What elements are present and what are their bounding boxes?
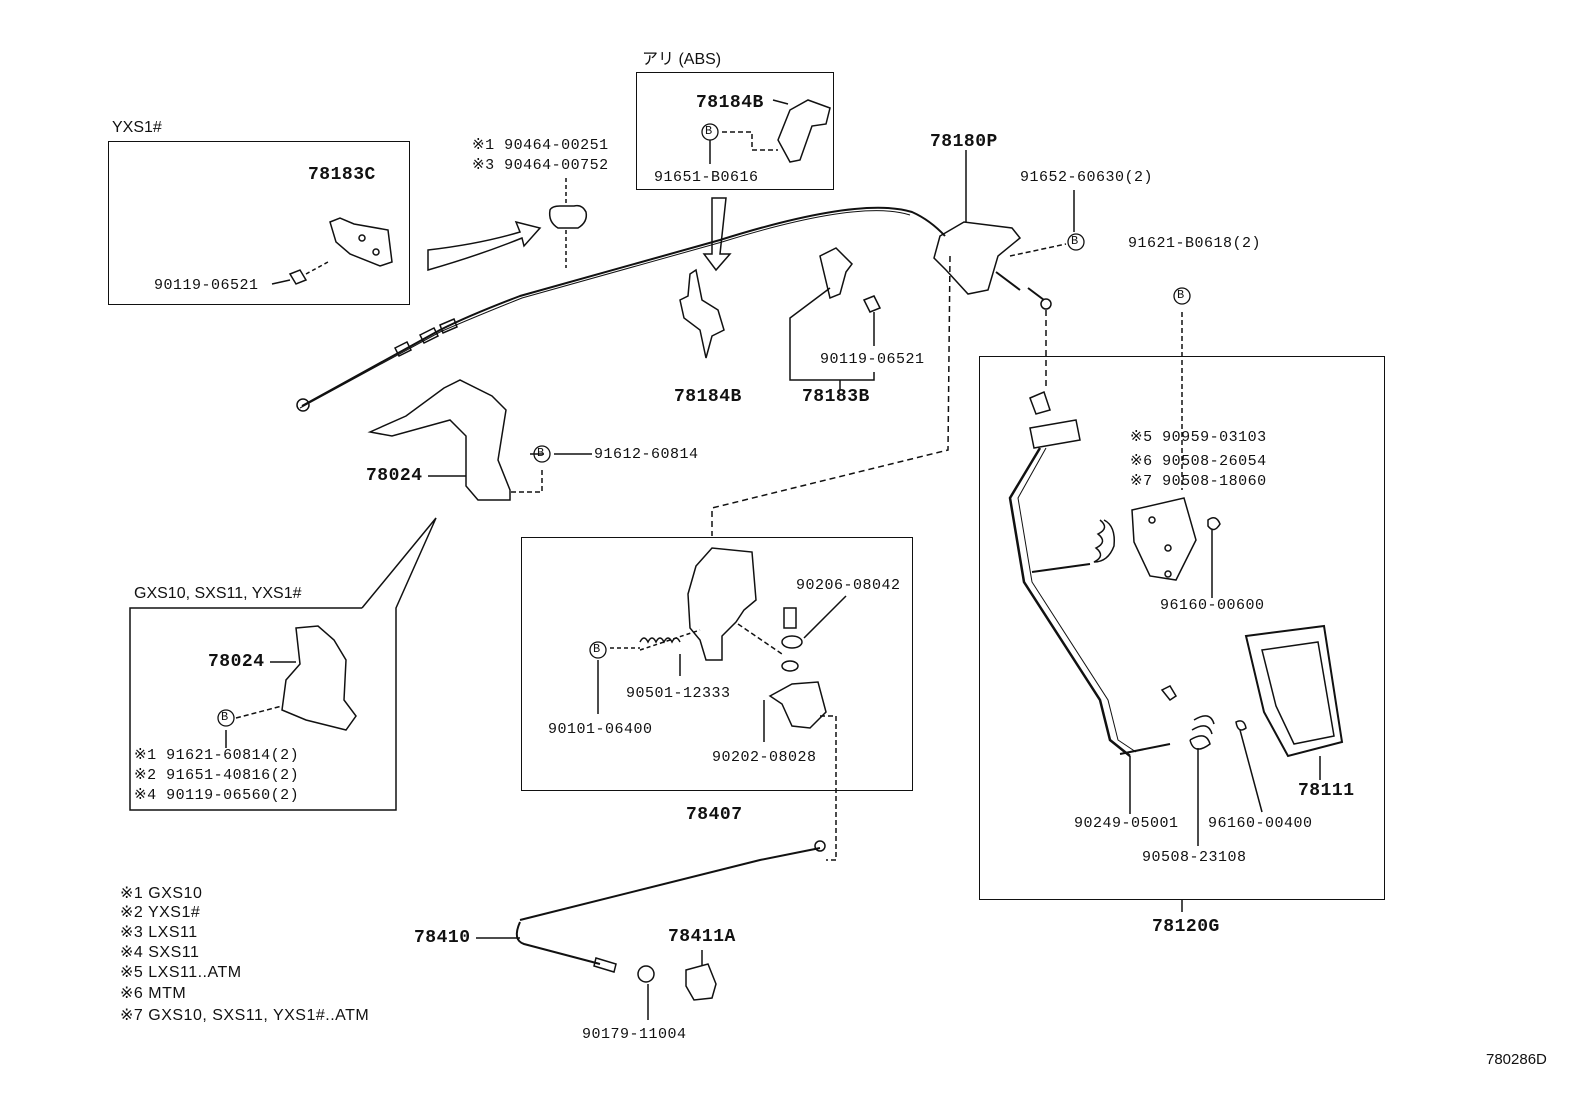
part-label-91612-60814: 91612-60814 (594, 446, 699, 463)
b-markers (217, 123, 1191, 727)
part-label-78407: 78407 (686, 805, 743, 825)
spring-90508-23108 (1189, 715, 1215, 750)
bracket-78024-gxs (281, 625, 357, 731)
legend-item: ※6 MTM (120, 985, 187, 1002)
yxs1-box (108, 141, 410, 305)
cable-78410 (519, 847, 821, 921)
clip-96160-a (1207, 517, 1221, 531)
b-marker: B (537, 446, 545, 460)
clip-96160-b (1235, 720, 1247, 731)
legend-item: ※1 GXS10 (120, 885, 203, 902)
part-label-90119-06560: ※4 90119-06560(2) (134, 787, 300, 804)
gxs-box-frame (129, 517, 437, 811)
spring-90508 (1093, 519, 1116, 563)
part-label-78024-gxs: 78024 (208, 652, 265, 672)
b-marker: B (593, 642, 601, 656)
part-label-78184B-abs: 78184B (696, 93, 764, 113)
legend-item: ※4 SXS11 (120, 944, 200, 961)
pedal-pad-78111 (1244, 624, 1344, 758)
pedal-bushing (1029, 419, 1081, 449)
part-label-78183B: 78183B (802, 387, 870, 407)
part-label-91651-40816: ※2 91651-40816(2) (134, 767, 300, 784)
cable-end-78410 (593, 957, 617, 973)
bracket-78183C (329, 217, 393, 267)
legend-item: ※5 LXS11..ATM (120, 964, 242, 981)
part-label-90464-00752: ※3 90464-00752 (472, 157, 609, 174)
part-label-78410: 78410 (414, 928, 471, 948)
bolt-90119-a (288, 269, 308, 285)
b-marker: B (1177, 288, 1185, 302)
linkage-box (521, 537, 913, 791)
spring-90501 (639, 637, 681, 644)
part-label-91651-B0616: 91651-B0616 (654, 169, 759, 186)
part-label-96160-00400: 96160-00400 (1208, 815, 1313, 832)
part-label-78180P: 78180P (930, 132, 998, 152)
part-label-90101-06400: 90101-06400 (548, 721, 653, 738)
part-label-90508-18060: ※7 90508-18060 (1130, 473, 1267, 490)
part-label-90249-05001: 90249-05001 (1074, 815, 1179, 832)
bracket-78184B-abs (777, 99, 831, 163)
part-label-78183C: 78183C (308, 165, 376, 185)
bracket-78024 (367, 379, 511, 501)
part-label-90206-08042: 90206-08042 (796, 577, 901, 594)
cable-78180P-end (933, 221, 1022, 295)
part-label-91621-60814: ※1 91621-60814(2) (134, 747, 300, 764)
part-label-96160-00600: 96160-00600 (1160, 597, 1265, 614)
bracket-78184B (679, 268, 725, 359)
abs-box-title: アリ (ABS) (642, 51, 722, 68)
link-lever (687, 547, 757, 661)
drawing-id: 780286D (1486, 1051, 1547, 1068)
part-label-91652-60630: 91652-60630(2) (1020, 169, 1154, 186)
dash-to-linkage (711, 255, 951, 536)
bolt-90119-b (862, 295, 882, 313)
part-label-90119-06521: 90119-06521 (154, 277, 259, 294)
part-label-90119-06521: 90119-06521 (820, 351, 925, 368)
part-label-78024: 78024 (366, 466, 423, 486)
accelerator-cable (301, 206, 946, 407)
b-marker: B (221, 710, 229, 724)
legend-item: ※3 LXS11 (120, 924, 198, 941)
part-label-90508-23108: 90508-23108 (1142, 849, 1247, 866)
bracket-78183B (819, 247, 853, 300)
legend-item: ※7 GXS10, SXS11, YXS1#..ATM (120, 1007, 370, 1024)
part-label-90464-00251: ※1 90464-00251 (472, 137, 609, 154)
legend-item: ※2 YXS1# (120, 904, 201, 921)
clip-90464 (548, 204, 588, 229)
part-label-90202-08028: 90202-08028 (712, 749, 817, 766)
abs-box (636, 72, 834, 190)
gxs-box-title: GXS10, SXS11, YXS1# (134, 585, 302, 602)
part-label-78111: 78111 (1298, 781, 1355, 801)
grommet-90179 (637, 965, 655, 983)
b-marker: B (705, 124, 713, 138)
part-label-91621-B0618: 91621-B0618(2) (1128, 235, 1262, 252)
arrow-abs (702, 197, 732, 272)
cable-inner (299, 210, 911, 409)
part-label-90959-03103: ※5 90959-03103 (1130, 429, 1267, 446)
part-label-90501-12333: 90501-12333 (626, 685, 731, 702)
b-marker: B (1071, 234, 1079, 248)
part-label-90508-26054: ※6 90508-26054 (1130, 453, 1267, 470)
bolt-90206 (783, 607, 797, 629)
part-label-78184B: 78184B (674, 387, 742, 407)
cable-adjuster (393, 318, 458, 358)
part-label-90179-11004: 90179-11004 (582, 1026, 687, 1043)
yxs1-box-title: YXS1# (112, 119, 162, 136)
washer-90206 (781, 635, 803, 649)
stopper-78411A (685, 963, 717, 1001)
cable-end-knob (296, 398, 310, 412)
pedal-arm (1008, 447, 1131, 757)
lever-90202 (768, 681, 827, 729)
part-label-78120G: 78120G (1152, 917, 1220, 937)
plate-90508 (1131, 497, 1197, 581)
arrow-yxs (427, 220, 542, 271)
pedal-clip (1029, 390, 1051, 415)
part-label-78411A: 78411A (668, 927, 736, 947)
